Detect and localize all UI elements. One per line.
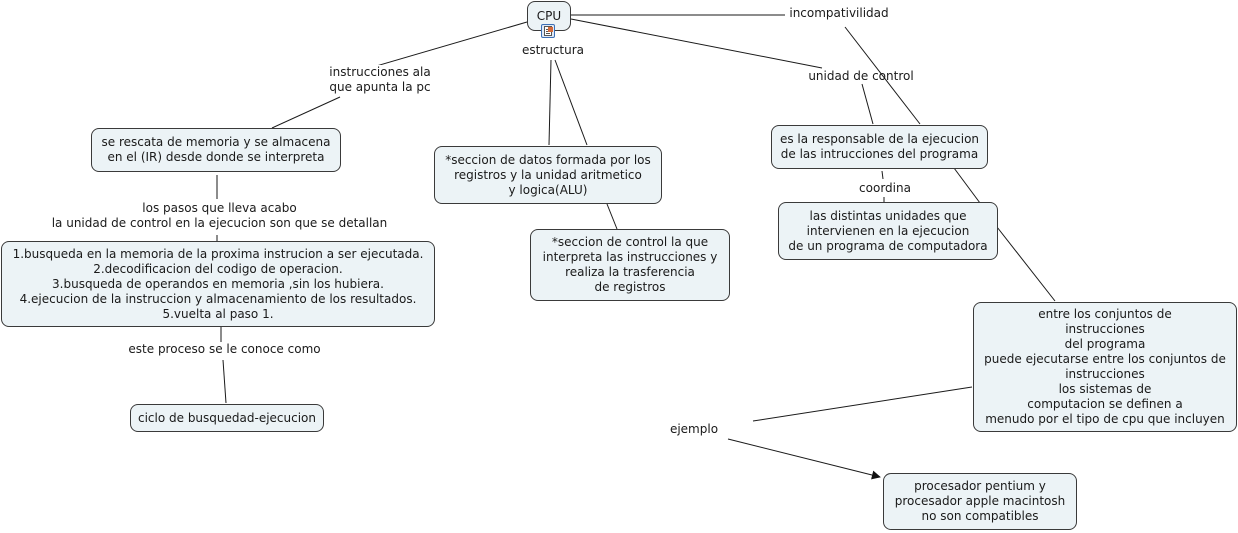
concept-label: ciclo de busquedad-ejecucion bbox=[137, 410, 316, 425]
concept-label: *seccion de control la que interpreta la… bbox=[542, 235, 718, 294]
concept-node-seccion-control[interactable]: *seccion de control la que interpreta la… bbox=[530, 229, 730, 301]
concept-label: 1.busqueda en la memoria de la proxima i… bbox=[12, 246, 424, 321]
concept-node-ciclo[interactable]: ciclo de busquedad-ejecucion bbox=[130, 404, 324, 432]
link-incompat-conjuntos-2 bbox=[953, 167, 981, 204]
link-estructura-datos-1 bbox=[548, 59, 552, 146]
linking-phrase-incompativilidad: incompativilidad bbox=[785, 6, 893, 21]
linking-phrase-unidad-de-control: unidad de control bbox=[808, 69, 914, 83]
linking-phrase-ejemplo: ejemplo bbox=[662, 422, 726, 437]
concept-node-conjuntos[interactable]: entre los conjuntos de instrucciones del… bbox=[973, 302, 1237, 432]
concept-node-rescata[interactable]: se rescata de memoria y se almacena en e… bbox=[91, 128, 341, 172]
linking-phrase-proceso: este proceso se le conoce como bbox=[120, 342, 329, 357]
linking-phrase-estructura: estructura bbox=[516, 43, 590, 58]
link-unidad-responsable bbox=[861, 83, 874, 125]
concept-node-seccion-datos[interactable]: *seccion de datos formada por los regist… bbox=[434, 146, 662, 204]
linking-phrase-los-pasos: los pasos que lleva acabo la unidad de c… bbox=[40, 201, 399, 231]
link-conjuntos-ejemplo bbox=[752, 386, 973, 422]
link-estructura-datos-2 bbox=[554, 59, 588, 146]
concept-node-pasos[interactable]: 1.busqueda en la memoria de la proxima i… bbox=[1, 241, 435, 327]
concept-label: procesador pentium y procesador apple ma… bbox=[894, 479, 1066, 523]
concept-node-procesador[interactable]: procesador pentium y procesador apple ma… bbox=[883, 473, 1077, 530]
concept-label: se rescata de memoria y se almacena en e… bbox=[101, 135, 331, 164]
concept-node-unidades[interactable]: las distintas unidades que intervienen e… bbox=[778, 202, 998, 260]
link-instrucciones-rescata bbox=[271, 96, 341, 129]
concept-label: las distintas unidades que intervienen e… bbox=[788, 208, 988, 253]
link-cpu-unidad bbox=[570, 18, 823, 69]
document-image-icon[interactable] bbox=[541, 24, 555, 38]
concept-label: *seccion de datos formada por los regist… bbox=[445, 152, 651, 197]
linking-phrase-coordina: coordina bbox=[852, 181, 918, 196]
linking-phrase-instrucciones: instrucciones ala que apunta la pc bbox=[318, 65, 442, 95]
root-node-label: CPU bbox=[536, 8, 562, 23]
link-ejemplo-procesador bbox=[727, 438, 881, 480]
link-cpu-instrucciones bbox=[372, 21, 528, 68]
concept-label: es la responsable de la ejecucion de las… bbox=[779, 132, 980, 161]
link-proceso-ciclo bbox=[222, 359, 227, 404]
link-responsable-coordina bbox=[881, 170, 884, 180]
link-datos-control bbox=[606, 203, 618, 230]
concept-label: entre los conjuntos de instrucciones del… bbox=[984, 307, 1226, 426]
concept-node-responsable[interactable]: es la responsable de la ejecucion de las… bbox=[771, 125, 988, 169]
link-incompat-conjuntos-3 bbox=[996, 226, 1056, 302]
